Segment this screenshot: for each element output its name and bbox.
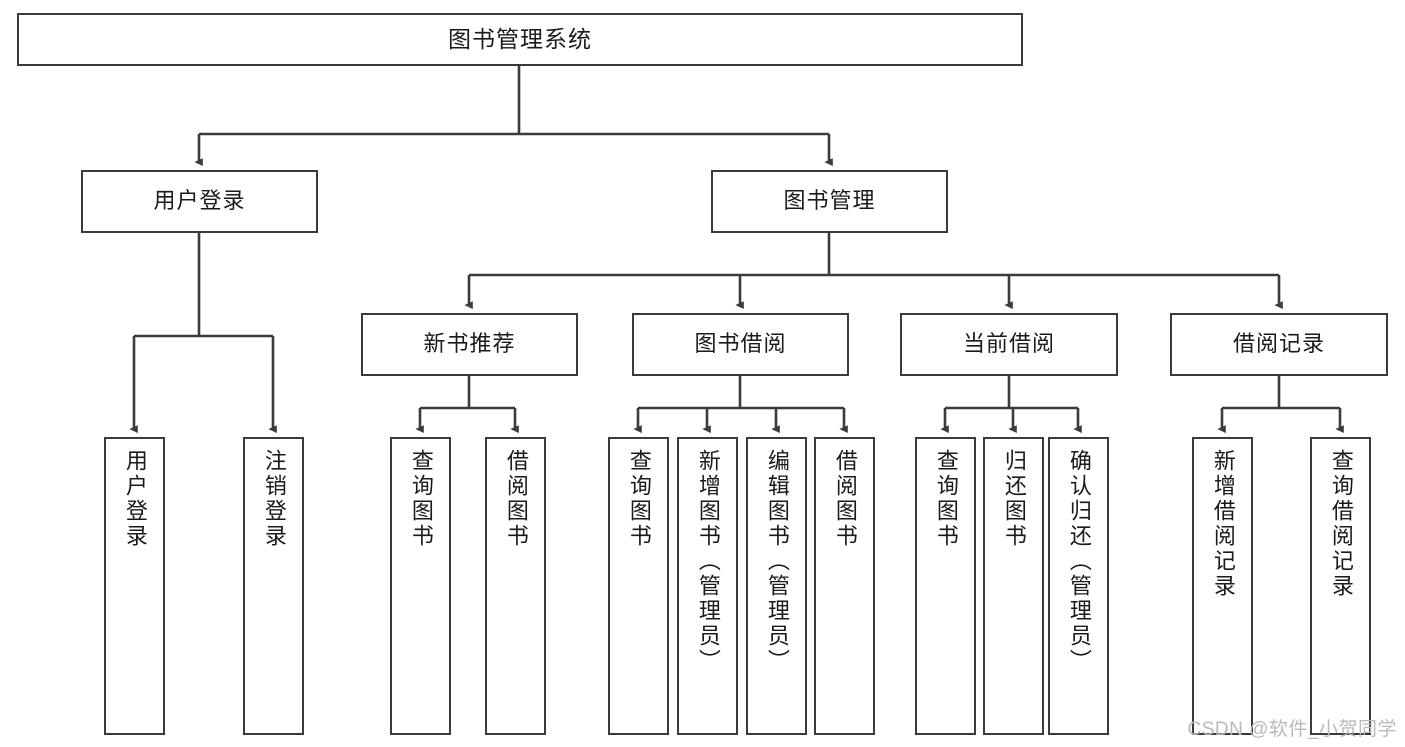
leaf-book-borrow-borrow[interactable]: 借阅图书 — [814, 437, 875, 735]
leaf-label: 借阅图书 — [503, 449, 529, 549]
leaf-new-book-borrow[interactable]: 借阅图书 — [485, 437, 546, 735]
leaf-label: 新增图书（管理员） — [695, 449, 721, 674]
node-current-borrow[interactable]: 当前借阅 — [900, 313, 1118, 376]
node-user-login[interactable]: 用户登录 — [81, 170, 318, 233]
watermark-text: CSDN @软件_小贺同学 — [1187, 719, 1397, 740]
node-root[interactable]: 图书管理系统 — [17, 13, 1023, 66]
node-book-management[interactable]: 图书管理 — [711, 170, 948, 233]
leaf-label: 查询图书 — [408, 449, 434, 549]
leaf-label: 编辑图书（管理员） — [764, 449, 790, 674]
leaf-label: 用户登录 — [122, 449, 148, 549]
leaf-label: 查询图书 — [626, 449, 652, 549]
leaf-label: 查询图书 — [933, 449, 959, 549]
leaf-label: 确认归还（管理员） — [1066, 449, 1092, 674]
node-book-borrow[interactable]: 图书借阅 — [632, 313, 849, 376]
leaf-book-borrow-add[interactable]: 新增图书（管理员） — [677, 437, 738, 735]
leaf-label: 新增借阅记录 — [1210, 449, 1236, 599]
leaf-new-book-query[interactable]: 查询图书 — [390, 437, 451, 735]
node-user-login-label: 用户登录 — [153, 188, 246, 214]
leaf-label: 借阅图书 — [832, 449, 858, 549]
leaf-user-login-logout[interactable]: 注销登录 — [243, 437, 304, 735]
leaf-label: 归还图书 — [1001, 449, 1027, 549]
node-new-book-recommend-label: 新书推荐 — [423, 331, 516, 357]
leaf-borrow-record-query[interactable]: 查询借阅记录 — [1310, 437, 1371, 735]
leaf-label: 注销登录 — [261, 449, 287, 549]
node-current-borrow-label: 当前借阅 — [962, 331, 1055, 357]
node-book-borrow-label: 图书借阅 — [694, 331, 787, 357]
node-root-label: 图书管理系统 — [448, 25, 592, 52]
node-new-book-recommend[interactable]: 新书推荐 — [361, 313, 578, 376]
leaf-book-borrow-query[interactable]: 查询图书 — [608, 437, 669, 735]
leaf-current-borrow-return[interactable]: 归还图书 — [983, 437, 1044, 735]
node-borrow-record-label: 借阅记录 — [1232, 331, 1325, 357]
node-borrow-record[interactable]: 借阅记录 — [1170, 313, 1388, 376]
leaf-user-login-login[interactable]: 用户登录 — [104, 437, 165, 735]
leaf-borrow-record-add[interactable]: 新增借阅记录 — [1192, 437, 1253, 735]
leaf-current-borrow-query[interactable]: 查询图书 — [915, 437, 976, 735]
node-book-management-label: 图书管理 — [783, 188, 876, 214]
leaf-book-borrow-edit[interactable]: 编辑图书（管理员） — [746, 437, 807, 735]
leaf-current-borrow-confirm-return[interactable]: 确认归还（管理员） — [1048, 437, 1109, 735]
leaf-label: 查询借阅记录 — [1328, 449, 1354, 599]
